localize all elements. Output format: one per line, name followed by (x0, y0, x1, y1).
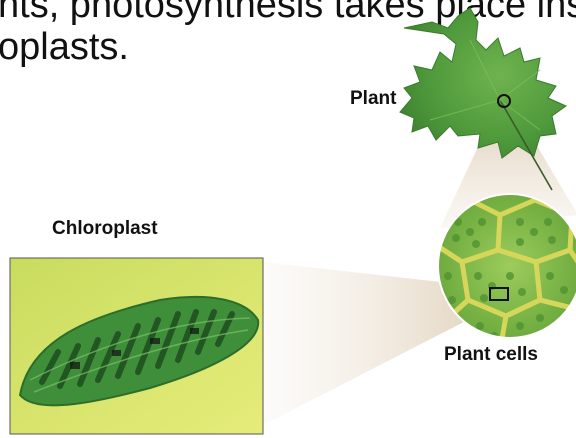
plant-cells-label: Plant cells (444, 344, 538, 366)
chloroplast-micrograph (10, 258, 263, 434)
plant-label: Plant (350, 88, 396, 110)
chloroplast-label: Chloroplast (52, 218, 158, 240)
